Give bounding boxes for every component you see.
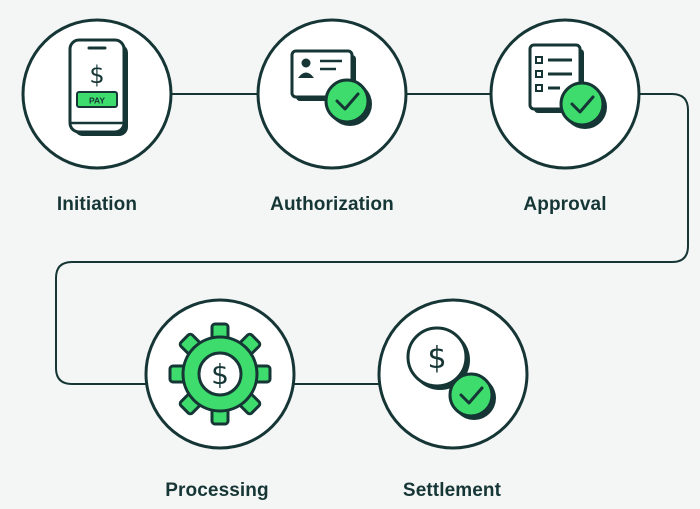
step-approval-node (489, 18, 641, 170)
gear-currency-symbol: $ (211, 358, 229, 391)
gear-dollar-icon: $ (168, 322, 272, 426)
connector-approval-processing (55, 93, 689, 385)
step-label-initiation: Initiation (56, 194, 138, 215)
coin-currency-symbol: $ (427, 341, 446, 376)
step-authorization-node (256, 18, 408, 170)
step-label-processing: Processing (165, 480, 269, 501)
step-processing-node: $ (144, 298, 296, 450)
step-settlement-node: $ (377, 298, 529, 450)
step-label-approval: Approval (523, 194, 607, 215)
id-card-check-icon (290, 49, 372, 126)
phone-currency-symbol: $ (89, 61, 104, 89)
phone-pay-icon: $ PAY (68, 38, 128, 136)
coin-check-icon: $ (406, 326, 496, 420)
step-initiation-node: $ PAY (21, 18, 173, 170)
step-label-settlement: Settlement (402, 480, 502, 501)
checklist-check-icon (528, 43, 607, 129)
step-label-authorization: Authorization (270, 194, 394, 215)
connector-lines (55, 93, 689, 385)
pay-button-label: PAY (89, 96, 105, 106)
